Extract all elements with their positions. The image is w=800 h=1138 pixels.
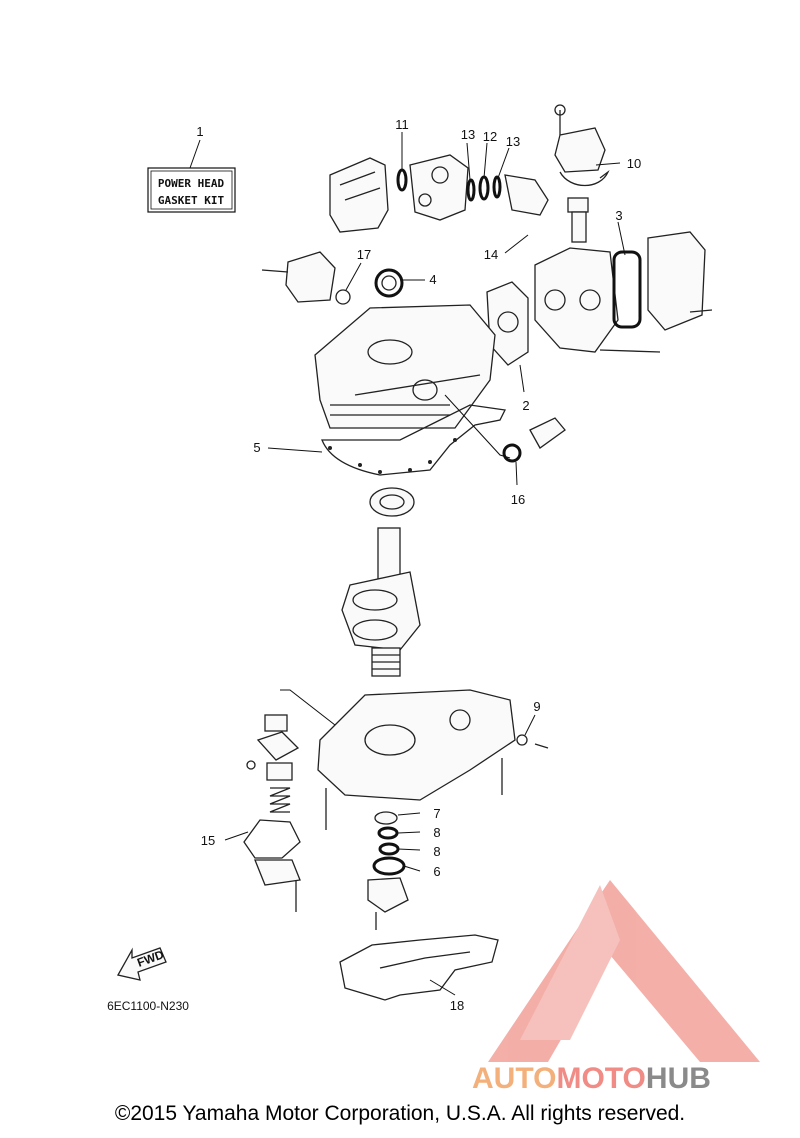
carburetor-assembly <box>329 154 549 233</box>
callout-15: 15 <box>201 833 215 848</box>
callout-5: 5 <box>253 440 260 455</box>
callout-3: 3 <box>615 208 622 223</box>
cylinder-head <box>486 231 713 366</box>
callout-14: 14 <box>484 247 498 262</box>
kit-box-line1: POWER HEAD <box>158 177 225 190</box>
callout-6: 6 <box>433 864 440 879</box>
kit-box-line2: GASKET KIT <box>158 194 225 207</box>
callout-12: 12 <box>483 129 497 144</box>
callout-7: 7 <box>433 806 440 821</box>
lower-crankcase <box>243 689 549 912</box>
svg-text:AUTOMOTOHUB: AUTOMOTOHUB <box>472 1062 711 1095</box>
watermark-auto: AUTO <box>472 1062 556 1095</box>
callout-17: 17 <box>357 247 371 262</box>
seal-stack <box>367 811 409 930</box>
cylinder-block <box>261 251 496 429</box>
callout-4: 4 <box>429 272 436 287</box>
watermark-logo-icon <box>488 880 760 1062</box>
crank-bearing <box>369 487 415 517</box>
exhaust-gasket <box>339 934 499 1001</box>
diagram-code: 6EC1100-N230 <box>107 999 189 1013</box>
drain-plug <box>502 417 566 463</box>
crankcase-gasket <box>321 404 506 476</box>
watermark-moto: MOTO <box>556 1062 645 1095</box>
watermark-hub: HUB <box>646 1062 711 1095</box>
callout-8a: 8 <box>433 825 440 840</box>
watermark-text: AUTOMOTOHUB <box>472 1062 711 1095</box>
crankshaft <box>341 527 421 677</box>
gasket-kit-box: POWER HEAD GASKET KIT <box>147 139 236 213</box>
callout-13b: 13 <box>506 134 520 149</box>
callout-18: 18 <box>450 998 464 1013</box>
callout-16: 16 <box>511 492 525 507</box>
fuel-pump-assembly <box>554 104 610 243</box>
callout-labels: 1 2 3 4 5 6 7 8 8 9 10 11 12 13 13 14 15… <box>196 117 641 1013</box>
callout-2: 2 <box>522 398 529 413</box>
callout-8b: 8 <box>433 844 440 859</box>
fwd-arrow-icon: FWD <box>117 947 167 981</box>
callout-13a: 13 <box>461 127 475 142</box>
callout-11: 11 <box>395 117 409 132</box>
callout-9: 9 <box>533 699 540 714</box>
callout-1: 1 <box>196 124 203 139</box>
copyright-notice: ©2015 Yamaha Motor Corporation, U.S.A. A… <box>114 1102 686 1125</box>
leader-lines <box>224 132 626 996</box>
callout-10: 10 <box>627 156 641 171</box>
